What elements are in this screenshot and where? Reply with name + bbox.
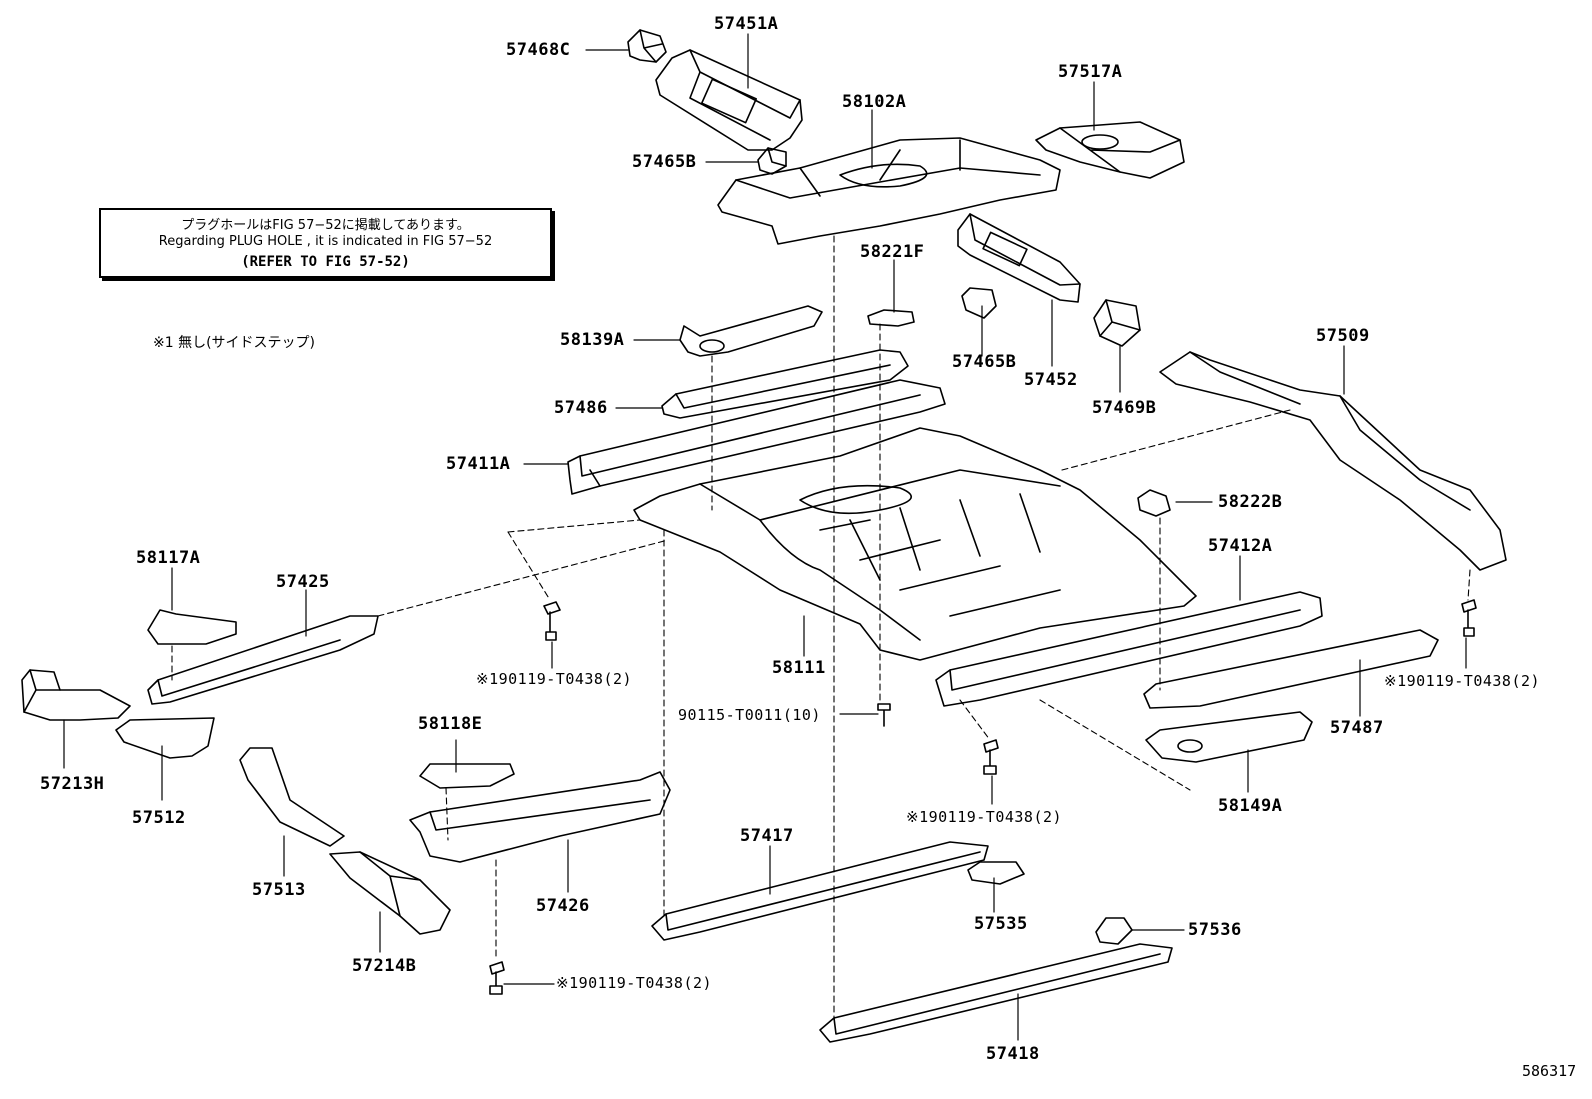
part-58139a-brace[interactable] <box>679 305 823 357</box>
part-57418-rocker[interactable] <box>819 943 1173 1043</box>
label-57509[interactable]: 57509 <box>1316 326 1370 346</box>
label-58221f[interactable]: 58221F <box>860 242 925 262</box>
label-58117a[interactable]: 58117A <box>136 548 201 568</box>
bolt-icon-a[interactable] <box>543 601 561 641</box>
part-58102a-rear-floor[interactable] <box>717 137 1061 245</box>
label-57468c[interactable]: 57468C <box>506 40 571 60</box>
part-57486-reinforcement[interactable] <box>661 349 909 419</box>
label-57411a[interactable]: 57411A <box>446 454 511 474</box>
part-57517a-panel[interactable] <box>1035 121 1185 179</box>
label-58118e[interactable]: 58118E <box>418 714 483 734</box>
part-58221f-plate[interactable] <box>867 309 915 327</box>
label-90115[interactable]: 90115-T0011(10) <box>678 706 821 724</box>
part-57425-sill[interactable] <box>147 615 379 705</box>
label-57465b-mid[interactable]: 57465B <box>952 352 1017 372</box>
label-57536[interactable]: 57536 <box>1188 920 1242 940</box>
label-57418[interactable]: 57418 <box>986 1044 1040 1064</box>
leader-lines <box>63 33 1467 1041</box>
label-bolt-a[interactable]: ※190119-T0438(2) <box>476 670 633 688</box>
part-57214b-bracket[interactable] <box>329 851 451 935</box>
part-57513-brace[interactable] <box>239 747 345 847</box>
label-57535[interactable]: 57535 <box>974 914 1028 934</box>
bolt-icon-b[interactable] <box>1461 599 1477 637</box>
note-reference: (REFER TO FIG 57-52) <box>241 254 410 270</box>
part-58222b-bracket[interactable] <box>1137 489 1171 517</box>
label-58139a[interactable]: 58139A <box>560 330 625 350</box>
assembly-dashed-lines <box>171 235 1471 1019</box>
label-57517a[interactable]: 57517A <box>1058 62 1123 82</box>
label-57513[interactable]: 57513 <box>252 880 306 900</box>
label-bolt-d[interactable]: ※190119-T0438(2) <box>556 974 713 992</box>
label-57465b-top[interactable]: 57465B <box>632 152 697 172</box>
part-57512-bracket[interactable] <box>115 717 215 759</box>
note-japanese: プラグホールはFIG 57−52に掲載してあります。 <box>181 218 470 233</box>
label-58149a[interactable]: 58149A <box>1218 796 1283 816</box>
label-57417[interactable]: 57417 <box>740 826 794 846</box>
part-57451a-crossmember[interactable] <box>655 49 803 151</box>
label-57425[interactable]: 57425 <box>276 572 330 592</box>
label-57486[interactable]: 57486 <box>554 398 608 418</box>
part-57469b-bracket[interactable] <box>1093 299 1141 347</box>
bolt-icon-c[interactable] <box>983 739 999 775</box>
part-57535-bracket[interactable] <box>967 861 1025 885</box>
label-bolt-b[interactable]: ※190119-T0438(2) <box>1384 672 1541 690</box>
part-57417-rocker[interactable] <box>651 841 989 941</box>
footnote: ※1 無し(サイドステップ) <box>153 335 316 351</box>
part-57452-crossmember[interactable] <box>957 213 1081 303</box>
part-57426-inner-sill[interactable] <box>409 771 671 863</box>
label-57512[interactable]: 57512 <box>132 808 186 828</box>
label-57426[interactable]: 57426 <box>536 896 590 916</box>
bolt-icon-90115[interactable] <box>877 703 891 727</box>
part-57509-rear-frame[interactable] <box>1159 351 1507 571</box>
note-box: プラグホールはFIG 57−52に掲載してあります。 Regarding PLU… <box>99 208 552 278</box>
label-bolt-c[interactable]: ※190119-T0438(2) <box>906 808 1063 826</box>
part-57411a-side-member[interactable] <box>567 379 946 495</box>
label-58222b[interactable]: 58222B <box>1218 492 1283 512</box>
label-57214b[interactable]: 57214B <box>352 956 417 976</box>
bolt-icon-d[interactable] <box>489 961 505 995</box>
figure-number: 586317 <box>1522 1062 1577 1080</box>
part-57213h-bracket[interactable] <box>21 669 131 721</box>
part-57465b-bracket-top[interactable] <box>757 147 787 175</box>
label-57487[interactable]: 57487 <box>1330 718 1384 738</box>
label-57451a[interactable]: 57451A <box>714 14 779 34</box>
part-57465b-bracket-mid[interactable] <box>961 287 997 319</box>
label-57213h[interactable]: 57213H <box>40 774 105 794</box>
part-58111-main-floor[interactable] <box>633 427 1197 661</box>
part-57487-reinforcement[interactable] <box>1143 629 1439 709</box>
part-57468c-bracket[interactable] <box>627 29 667 63</box>
part-58118e-bracket[interactable] <box>419 763 515 789</box>
label-58102a[interactable]: 58102A <box>842 92 907 112</box>
label-57469b[interactable]: 57469B <box>1092 398 1157 418</box>
note-english: Regarding PLUG HOLE , it is indicated in… <box>158 234 493 249</box>
part-57412a-side-member[interactable] <box>935 591 1323 707</box>
label-58111[interactable]: 58111 <box>772 658 826 678</box>
part-57536-bracket[interactable] <box>1095 917 1133 945</box>
part-58117a-bracket[interactable] <box>147 609 237 645</box>
label-57452[interactable]: 57452 <box>1024 370 1078 390</box>
label-57412a[interactable]: 57412A <box>1208 536 1273 556</box>
part-58149a-brace[interactable] <box>1145 711 1313 763</box>
